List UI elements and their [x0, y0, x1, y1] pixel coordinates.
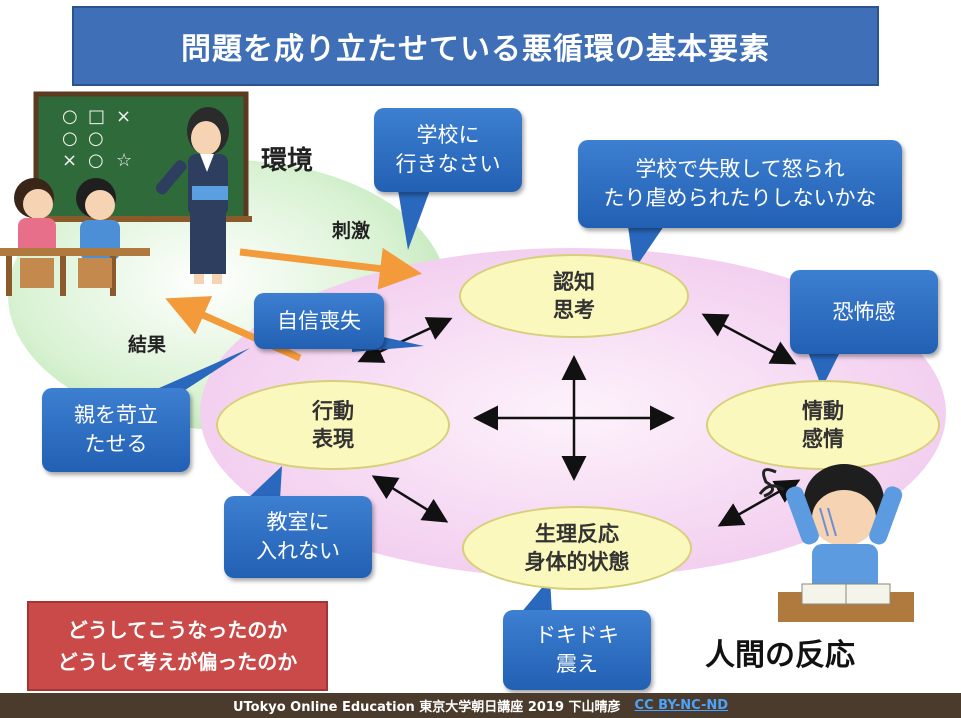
- bubble-line: 震え: [556, 652, 598, 676]
- node-line: 身体的状態: [524, 550, 630, 574]
- bubble-line: 入れない: [256, 539, 340, 563]
- node-line: 感情: [802, 427, 844, 451]
- bubble-line: たり虐められたりしないかな: [603, 186, 877, 210]
- physiology-node: 生理反応 身体的状態: [462, 506, 692, 590]
- chalk-symbol: ○: [62, 106, 78, 127]
- bubble-line: 親を苛立: [74, 403, 158, 427]
- bubble-line: 教室に: [266, 510, 330, 534]
- teacher-figure: [155, 107, 229, 284]
- question-line: どうしてこうなったのか: [67, 618, 288, 642]
- bubble-tail: [246, 466, 282, 500]
- worried-boy-illustration: [758, 464, 914, 622]
- bubble-line: ドキドキ: [535, 623, 619, 647]
- chalk-symbol: ○: [62, 128, 78, 149]
- emotion-node: 情動 感情: [706, 380, 940, 470]
- heartbeat-bubble: ドキドキ 震え: [503, 610, 651, 690]
- bubble-tail: [398, 190, 430, 250]
- bubble-line: 自信喪失: [277, 308, 361, 333]
- chalk-symbol: ○: [88, 150, 104, 171]
- node-line: 行動: [312, 399, 354, 423]
- environment-label: 環境: [261, 146, 314, 176]
- chalk-symbol: ×: [116, 106, 131, 127]
- stimulus-label: 刺激: [332, 220, 371, 242]
- lose-confidence-bubble: 自信喪失: [254, 293, 384, 349]
- bubble-line: 学校に: [416, 123, 480, 147]
- cannot-enter-bubble: 教室に 入れない: [224, 496, 372, 578]
- students-figure: [0, 178, 150, 296]
- license-link[interactable]: CC BY-NC-ND: [634, 698, 729, 713]
- behavior-node: 行動 表現: [216, 380, 450, 470]
- bubble-line: 学校で失敗して怒られ: [635, 157, 845, 181]
- node-line: 認知: [553, 270, 595, 294]
- behavior-physiology-arrow: [371, 475, 449, 523]
- node-line: 情動: [802, 399, 844, 423]
- fear-bubble: 恐怖感: [790, 270, 938, 354]
- bubble-tail: [628, 226, 664, 270]
- bubble-line: たせる: [84, 432, 148, 456]
- footer: UTokyo Online Education 東京大学朝日講座 2019 下山…: [0, 693, 961, 718]
- chalk-symbol: ×: [62, 150, 77, 171]
- bubble-line: 恐怖感: [832, 299, 896, 324]
- result-arrow: [165, 296, 302, 362]
- bubble-tail: [150, 348, 250, 392]
- question-box: どうしてこうなったのか どうして考えが偏ったのか: [27, 601, 328, 691]
- bubble-line: 行きなさい: [395, 152, 501, 176]
- result-label: 結果: [128, 334, 167, 356]
- bubble-tail: [808, 352, 840, 388]
- footer-text: UTokyo Online Education 東京大学朝日講座 2019 下山…: [232, 700, 621, 715]
- worry-bubble: 学校で失敗して怒られ たり虐められたりしないかな: [578, 140, 902, 228]
- classroom-illustration: ○ □ × ○ ○ × ○ ☆: [0, 91, 252, 296]
- human-reaction-label: 人間の反応: [705, 638, 855, 673]
- node-line: 生理反応: [535, 522, 619, 546]
- chalk-symbol: ☆: [116, 150, 132, 171]
- stimulus-arrow: [239, 247, 422, 290]
- question-line: どうして考えが偏ったのか: [57, 650, 298, 674]
- cognition-node: 認知 思考: [459, 254, 689, 338]
- cognition-behavior-arrow: [357, 317, 453, 363]
- irritate-parents-bubble: 親を苛立 たせる: [42, 388, 190, 472]
- node-line: 表現: [312, 427, 354, 451]
- chalk-symbol: □: [88, 106, 105, 127]
- chalk-symbol: ○: [88, 128, 104, 149]
- go-to-school-bubble: 学校に 行きなさい: [374, 108, 522, 192]
- cognition-emotion-arrow: [701, 313, 797, 365]
- page-title: 問題を成り立たせている悪循環の基本要素: [72, 6, 879, 86]
- node-line: 思考: [553, 298, 595, 322]
